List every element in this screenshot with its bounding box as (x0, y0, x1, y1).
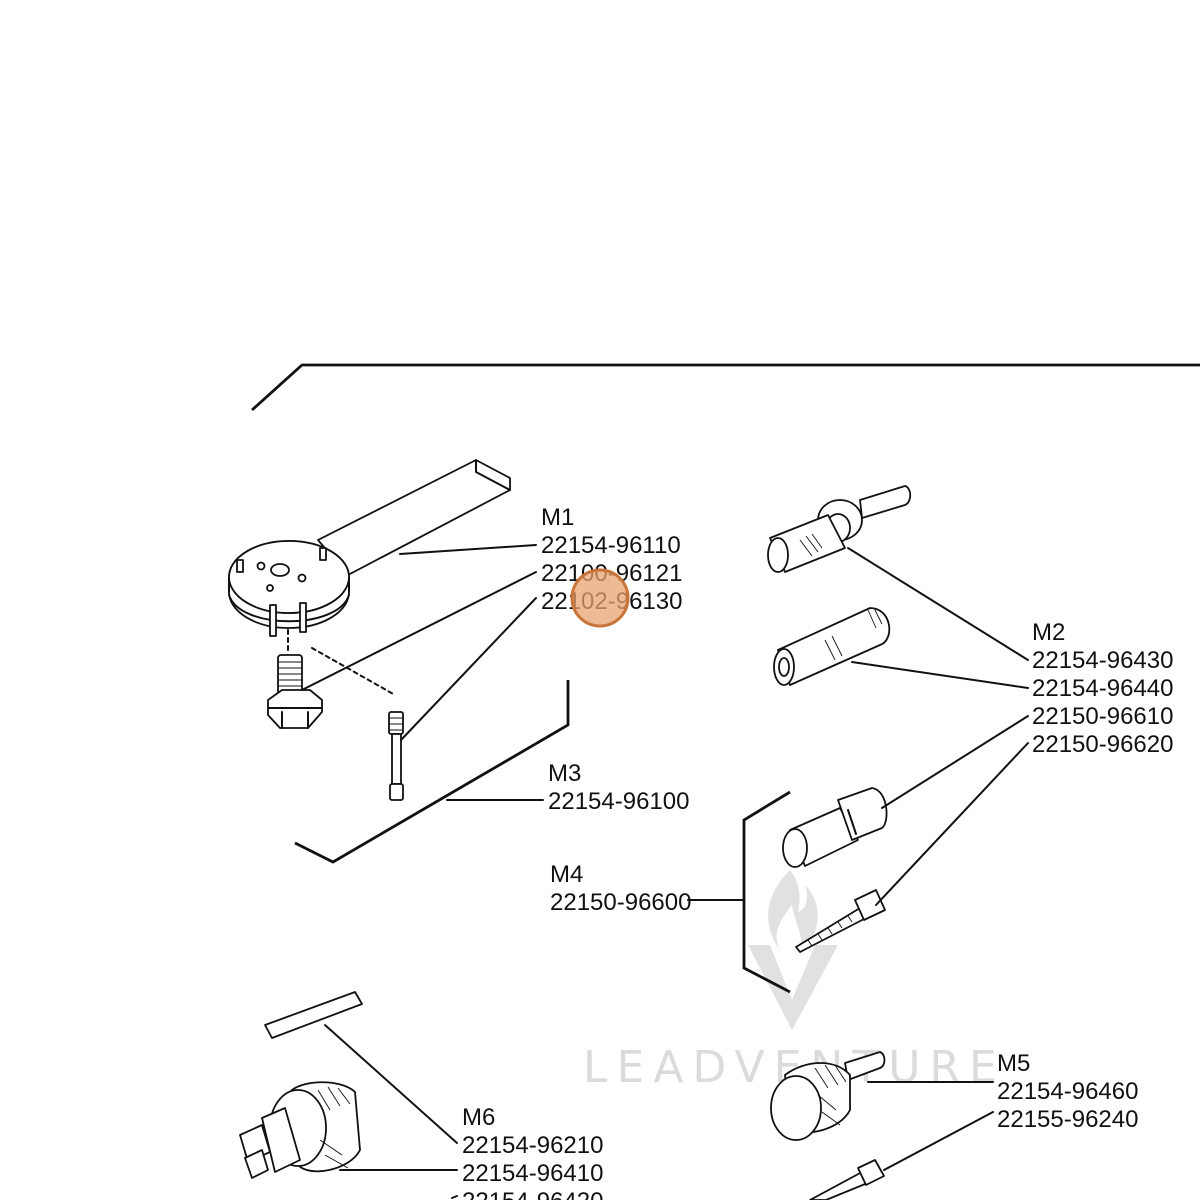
watermark-flame-icon (768, 870, 818, 955)
highlight-marker[interactable] (570, 568, 630, 628)
m6-part-3: 22154-96420 (462, 1188, 603, 1200)
frame-border (251, 363, 1200, 412)
m5-title: M5 (997, 1050, 1030, 1077)
m4-label-group: M4 22150-96600 (550, 861, 691, 916)
m1-center-hole (270, 563, 290, 577)
m2-drawing (767, 485, 912, 953)
m3-part-1: 22154-96100 (548, 788, 689, 815)
m4-bracket (687, 790, 791, 994)
m6-label-group: M6 22154-96210 22154-96410 22154-96420 (462, 1104, 603, 1200)
m5-label-group: M5 22154-96460 22155-96240 (997, 1050, 1138, 1133)
m2-title: M2 (1032, 619, 1065, 646)
m6-drawing (239, 991, 363, 1179)
m5-part-2: 22155-96240 (997, 1106, 1138, 1133)
m6-part-2: 22154-96410 (462, 1160, 603, 1187)
m4-part-1: 22150-96600 (550, 889, 691, 916)
m1-drawing (228, 459, 511, 801)
m5-knurled-drift (770, 1051, 886, 1141)
m5-part-1: 22154-96460 (997, 1078, 1138, 1105)
watermark-chevron-icon (748, 945, 838, 1030)
m1-part-1: 22154-96110 (541, 532, 681, 559)
m6-knurled-tool (239, 1081, 361, 1179)
m2-label-group: M2 22154-96430 22154-96440 22150-96610 2… (1032, 619, 1173, 758)
m2-collet (782, 787, 888, 868)
m2-stepped-drift (767, 485, 912, 573)
m2-part-3: 22150-96610 (1032, 703, 1173, 730)
m6-title: M6 (462, 1104, 495, 1131)
m2-part-4: 22150-96620 (1032, 731, 1173, 758)
m2-part-1: 22154-96430 (1032, 647, 1173, 674)
m2-leaders (847, 547, 1029, 906)
m4-title: M4 (550, 861, 583, 888)
m2-part-2: 22154-96440 (1032, 675, 1173, 702)
m2-long-screw (795, 889, 886, 953)
m6-flat-plate (264, 991, 363, 1039)
m3-bracket (294, 680, 570, 864)
m6-leaders (324, 1024, 458, 1199)
m1-pin (388, 711, 404, 801)
m5-leaders (867, 1081, 994, 1171)
m3-label-group: M3 22154-96100 (548, 760, 689, 815)
m1-threaded-stud (267, 654, 323, 729)
m5-rod (809, 1159, 885, 1200)
m5-drawing (770, 1051, 886, 1200)
m3-title: M3 (548, 760, 581, 787)
m2-sleeve (773, 607, 891, 686)
m1-title: M1 (541, 504, 574, 531)
m6-part-1: 22154-96210 (462, 1132, 603, 1159)
m1-leaders (301, 544, 537, 741)
m1-wrench-handle (317, 459, 511, 576)
